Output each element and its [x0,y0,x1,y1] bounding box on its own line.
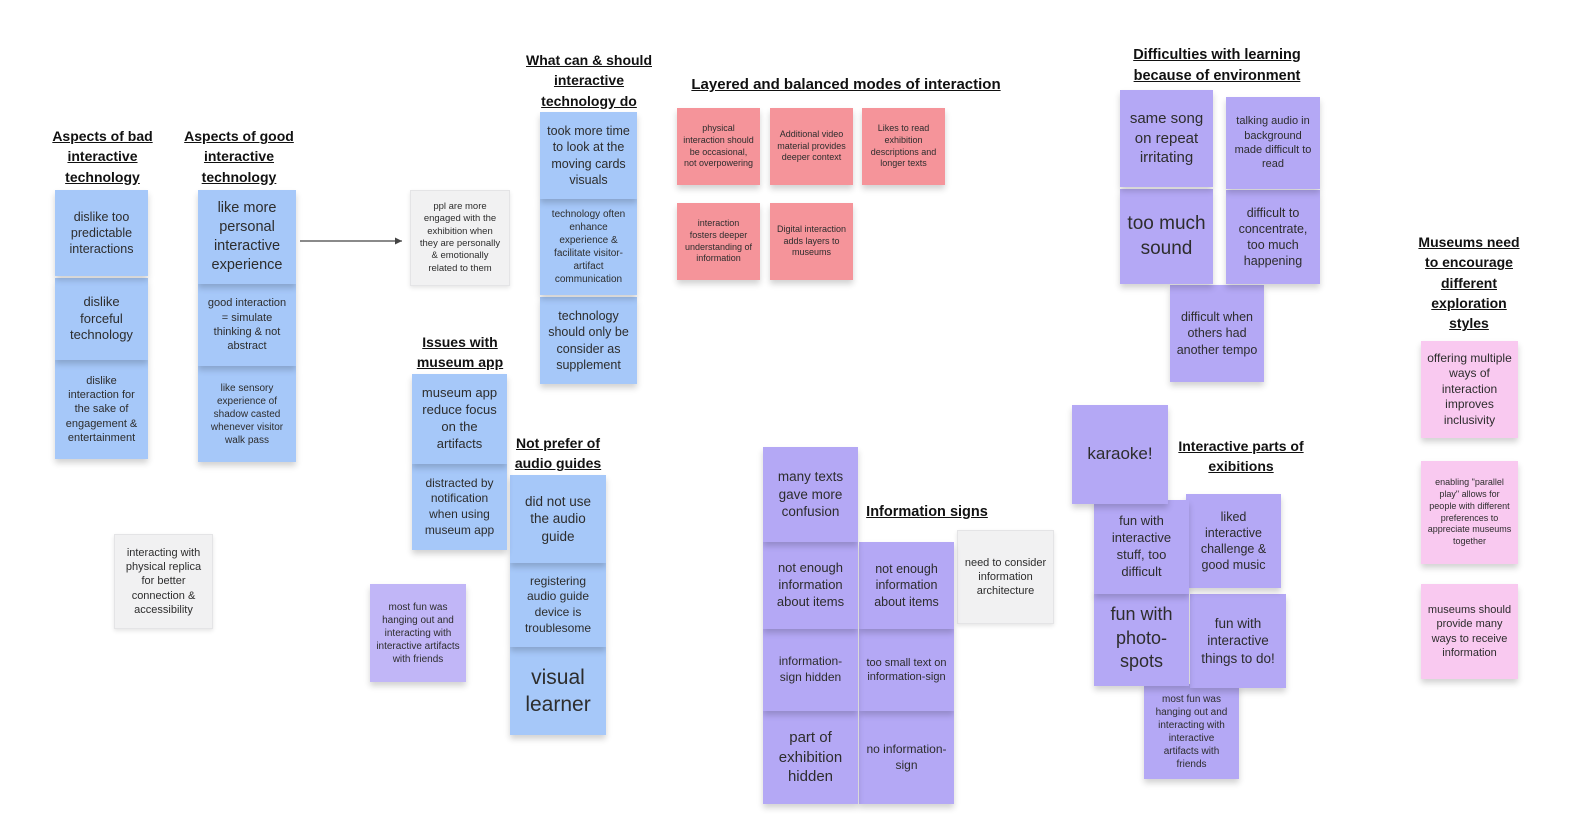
group-heading-issues-with-museum-app: Issues with museum app [416,334,504,371]
sticky-note-text: dislike forceful technology [70,293,133,343]
sticky-note-information-signs[interactable]: part of exhibition hidden [763,711,858,804]
sticky-note-text: fun with interactive stuff, too difficul… [1111,513,1172,579]
sticky-note-text: talking audio in background made difficu… [1234,115,1312,171]
sticky-note-information-signs[interactable]: information-sign hidden [763,629,858,711]
sticky-note-layered-balanced-modes[interactable]: Digital interaction adds layers to museu… [770,203,853,280]
sticky-note-bad-interactive-technology[interactable]: dislike forceful technology [55,278,148,360]
sticky-note-not-prefer-audio-guides[interactable]: visual learner [510,647,606,735]
sticky-note-issues-with-museum-app[interactable]: distracted by notification when using mu… [412,464,507,550]
sticky-note-information-signs[interactable]: no information-sign [859,711,954,804]
sticky-note-insight[interactable]: ppl are more engaged with the exhibition… [410,190,510,286]
sticky-note-text: interaction fosters deeper understanding… [684,218,753,264]
group-heading-information-signs: Information signs [866,504,988,520]
sticky-note-what-interactive-technology-should-do[interactable]: technology should only be consider as su… [540,297,637,384]
sticky-note-text: offering multiple ways of interaction im… [1427,350,1512,427]
sticky-note-difficulties-learning-environment[interactable]: difficult when others had another tempo [1170,285,1264,382]
group-heading-layered-balanced-modes: Layered and balanced modes of interactio… [691,76,1001,93]
sticky-note-museums-encourage-exploration[interactable]: museums should provide many ways to rece… [1421,584,1518,679]
group-heading-interactive-parts-exibitions: Interactive parts of exibitions [1178,438,1304,475]
sticky-note-interactive-parts-exibitions[interactable]: fun with interactive things to do! [1190,594,1286,688]
sticky-note-text: enabling "parallel play" allows for peop… [1427,477,1512,546]
sticky-note-difficulties-learning-environment[interactable]: same song on repeat irritating [1120,90,1213,187]
sticky-note-text: too much sound [1127,212,1206,259]
sticky-note-text: physical interaction should be occasiona… [683,123,754,169]
sticky-note-difficulties-learning-environment[interactable]: too much sound [1120,189,1213,284]
sticky-note-text: registering audio guide device is troubl… [524,573,592,635]
sticky-note-information-signs[interactable]: not enough information about items [763,542,858,629]
sticky-note-interactive-parts-exibitions[interactable]: karaoke! [1072,405,1168,504]
sticky-note-interactive-parts-exibitions[interactable]: fun with interactive stuff, too difficul… [1094,500,1189,594]
sticky-note-text: need to consider information architectur… [964,556,1047,598]
sticky-note-information-signs[interactable]: need to consider information architectur… [957,530,1054,624]
sticky-note-text: most fun was hanging out and interacting… [1155,693,1228,770]
sticky-note-good-interactive-technology[interactable]: like sensory experience of shadow casted… [198,366,296,462]
sticky-note-text: distracted by notification when using mu… [424,475,495,537]
sticky-note-information-signs[interactable]: not enough information about items [859,542,954,629]
sticky-note-text: fun with interactive things to do! [1201,615,1275,666]
sticky-note-text: not enough information about items [874,562,939,609]
sticky-note-unsorted[interactable]: most fun was hanging out and interacting… [370,584,466,682]
sticky-note-text: dislike interaction for the sake of enga… [65,374,138,444]
sticky-note-issues-with-museum-app[interactable]: museum app reduce focus on the artifacts [412,374,507,464]
sticky-note-text: Digital interaction adds layers to museu… [776,223,847,258]
sticky-note-not-prefer-audio-guides[interactable]: did not use the audio guide [510,475,606,563]
sticky-note-not-prefer-audio-guides[interactable]: registering audio guide device is troubl… [510,563,606,647]
sticky-note-museums-encourage-exploration[interactable]: offering multiple ways of interaction im… [1421,341,1518,438]
sticky-note-interactive-parts-exibitions[interactable]: liked interactive challenge & good music [1186,494,1281,588]
sticky-note-text: technology should only be consider as su… [548,309,629,372]
group-heading-good-interactive-technology: Aspects of good interactive technology [184,128,294,185]
sticky-note-layered-balanced-modes[interactable]: Likes to read exhibition descriptions an… [862,108,945,185]
group-heading-what-interactive-technology-should-do: What can & should interactive technology… [526,52,652,109]
sticky-note-text: good interaction = simulate thinking & n… [207,297,287,353]
sticky-note-text: many texts gave more confusion [777,469,844,520]
sticky-note-text: karaoke! [1087,444,1153,464]
group-heading-difficulties-learning-environment: Difficulties with learning because of en… [1133,47,1301,85]
sticky-note-text: ppl are more engaged with the exhibition… [419,200,501,274]
sticky-note-good-interactive-technology[interactable]: like more personal interactive experienc… [198,190,296,284]
sticky-note-information-signs[interactable]: many texts gave more confusion [763,447,858,542]
sticky-note-text: liked interactive challenge & good music [1200,509,1267,573]
sticky-note-layered-balanced-modes[interactable]: interaction fosters deeper understanding… [677,203,760,280]
sticky-note-what-interactive-technology-should-do[interactable]: took more time to look at the moving car… [540,112,637,199]
sticky-note-layered-balanced-modes[interactable]: Additional video material provides deepe… [770,108,853,185]
sticky-note-text: fun with photo-spots [1110,604,1173,672]
sticky-note-layered-balanced-modes[interactable]: physical interaction should be occasiona… [677,108,760,185]
sticky-note-text: technology often enhance experience & fa… [551,209,626,285]
group-heading-not-prefer-audio-guides: Not prefer of audio guides [514,435,602,472]
sticky-note-text: difficult when others had another tempo [1176,310,1258,357]
sticky-note-insight[interactable]: interacting with physical replica for be… [114,534,213,629]
sticky-note-bad-interactive-technology[interactable]: dislike too predictable interactions [55,190,148,276]
sticky-note-text: interacting with physical replica for be… [125,546,202,616]
sticky-note-information-signs[interactable]: too small text on information-sign [859,629,954,711]
sticky-note-text: no information-sign [866,741,947,772]
sticky-note-text: like sensory experience of shadow casted… [210,382,284,446]
sticky-note-difficulties-learning-environment[interactable]: difficult to concentrate, too much happe… [1226,190,1320,284]
sticky-note-text: difficult to concentrate, too much happe… [1238,205,1308,269]
sticky-note-text: information-sign hidden [778,654,843,684]
sticky-note-text: too small text on information-sign [866,656,947,683]
sticky-note-text: part of exhibition hidden [778,729,843,786]
sticky-note-interactive-parts-exibitions[interactable]: most fun was hanging out and interacting… [1144,684,1239,779]
sticky-note-text: museum app reduce focus on the artifacts [421,385,498,451]
sticky-note-text: took more time to look at the moving car… [547,124,630,187]
sticky-note-interactive-parts-exibitions[interactable]: fun with photo-spots [1094,591,1189,686]
sticky-note-text: Likes to read exhibition descriptions an… [870,123,937,169]
sticky-note-text: did not use the audio guide [524,493,592,544]
group-heading-bad-interactive-technology: Aspects of bad interactive technology [52,128,153,185]
sticky-note-text: like more personal interactive experienc… [211,200,283,273]
sticky-note-good-interactive-technology[interactable]: good interaction = simulate thinking & n… [198,284,296,366]
group-heading-museums-encourage-exploration: Museums need to encourage different expl… [1418,234,1520,332]
sticky-note-museums-encourage-exploration[interactable]: enabling "parallel play" allows for peop… [1421,461,1518,564]
sticky-note-text: same song on repeat irritating [1129,110,1204,167]
sticky-note-text: Additional video material provides deepe… [777,128,846,163]
sticky-note-text: most fun was hanging out and interacting… [376,601,460,665]
sticky-note-bad-interactive-technology[interactable]: dislike interaction for the sake of enga… [55,360,148,459]
sticky-note-difficulties-learning-environment[interactable]: talking audio in background made difficu… [1226,97,1320,189]
sticky-note-what-interactive-technology-should-do[interactable]: technology often enhance experience & fa… [540,199,637,295]
sticky-note-text: visual learner [525,665,591,716]
sticky-note-text: dislike too predictable interactions [69,209,134,257]
sticky-note-text: museums should provide many ways to rece… [1427,603,1512,659]
sticky-note-text: not enough information about items [776,560,845,609]
